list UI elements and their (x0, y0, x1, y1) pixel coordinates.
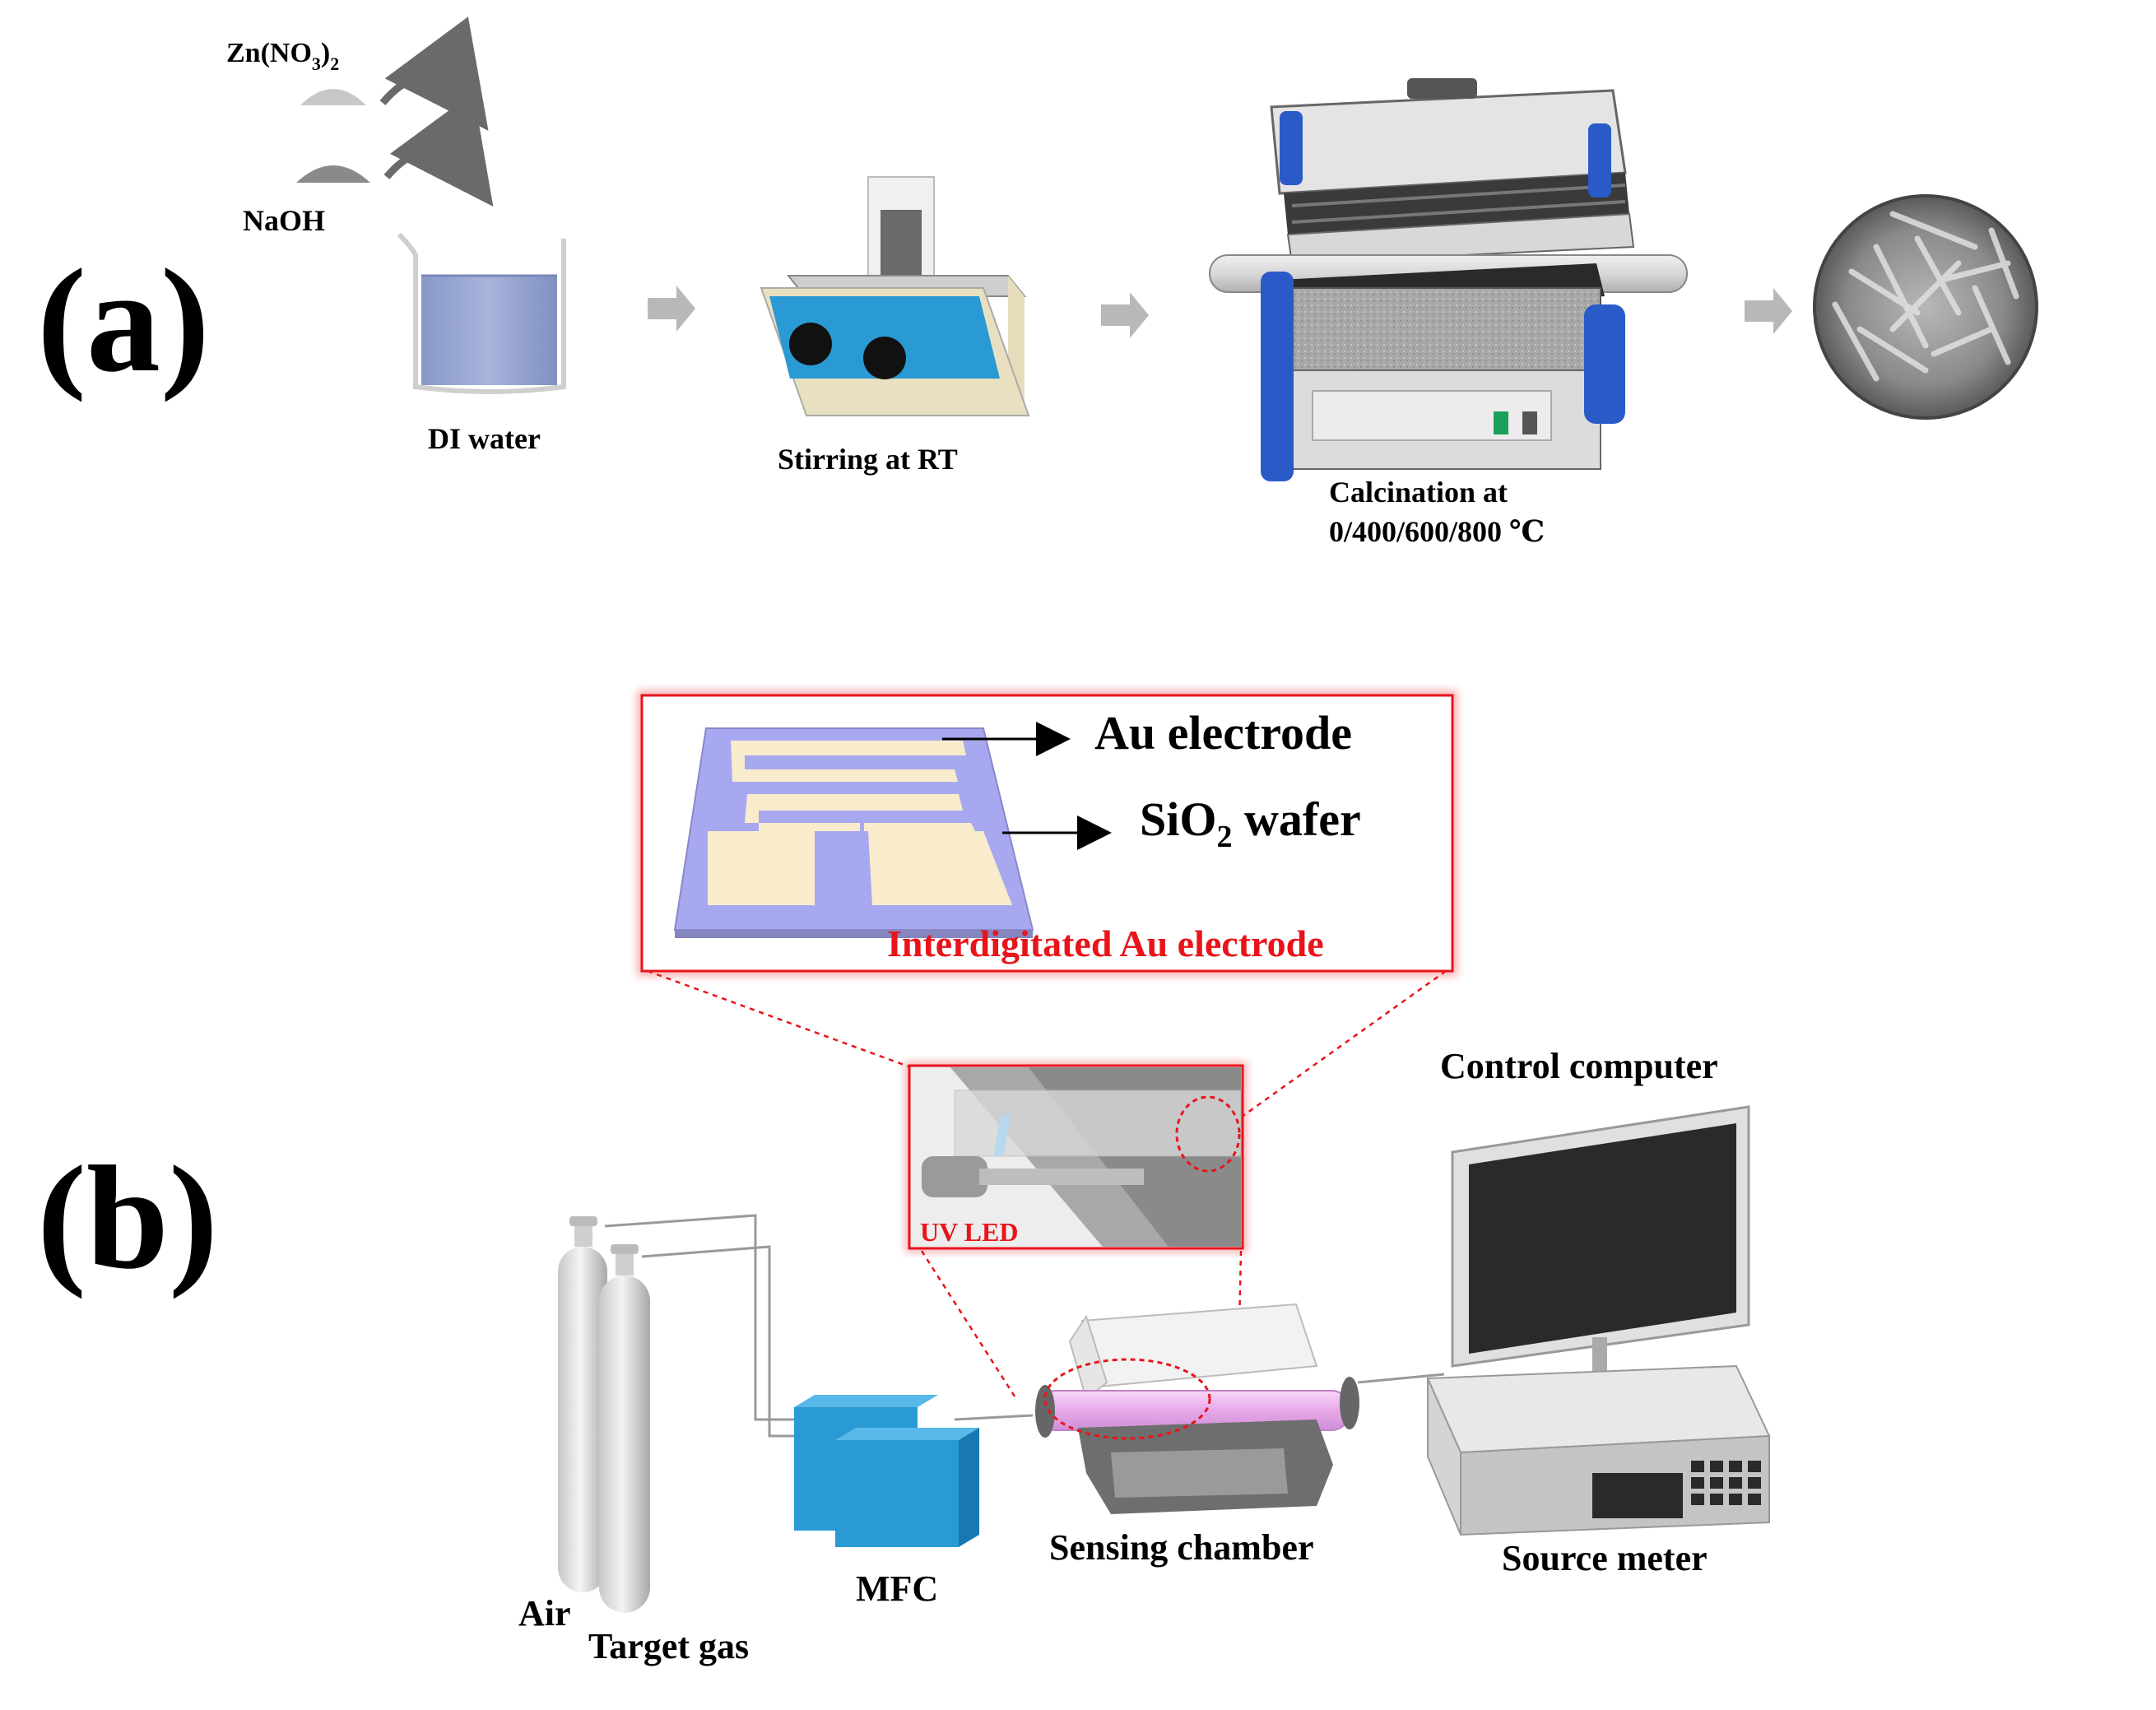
step-stirring: Stirring at RT (778, 443, 958, 476)
panel-a: (a) Zn(NO3)2 NaOH DI water (37, 16, 2038, 548)
sio2-wafer-label: SiO2 wafer (1140, 792, 1361, 854)
tube-furnace-icon (1209, 78, 1688, 481)
step-calcination-line-1: Calcination at (1329, 476, 1508, 509)
zinc-nitrate-text: Zn(NO3)2 (226, 38, 339, 74)
sem-micrograph-image (1813, 194, 2038, 420)
curved-arrow-icon (383, 92, 494, 207)
curved-arrow-icon (379, 16, 489, 131)
target-gas-cylinder-icon (599, 1244, 650, 1613)
zoom-target-circle (1175, 1095, 1241, 1173)
control-computer-icon (1451, 1105, 1750, 1425)
chamber-zoom-circle (1043, 1358, 1211, 1440)
inset-title: Interdigitated Au electrode (887, 922, 1324, 964)
naoh-powder-icon (296, 165, 370, 183)
au-electrode-shape (708, 741, 1012, 905)
process-arrow-icon (1101, 292, 1149, 338)
naoh-reagent: NaOH (243, 92, 494, 237)
panel-b: (b) Au electrode SiO2 wafer Interdigitat… (37, 690, 1771, 1666)
step-di-water: DI water (428, 422, 541, 455)
air-cylinder-icon (558, 1216, 607, 1592)
au-electrode-label: Au electrode (1094, 706, 1352, 760)
control-computer-label: Control computer (1440, 1046, 1718, 1086)
beaker-icon (397, 232, 566, 394)
source-meter-icon (1426, 1364, 1771, 1536)
zinc-nitrate-reagent: Zn(NO3)2 (226, 16, 489, 131)
target-gas-label: Target gas (588, 1626, 749, 1666)
sensing-chamber-label: Sensing chamber (1049, 1527, 1313, 1568)
source-meter-label: Source meter (1502, 1538, 1708, 1578)
zinc-nitrate-powder-icon (300, 89, 366, 105)
process-arrow-icon (648, 286, 695, 332)
zoom-leader-lines (647, 969, 1447, 1400)
stirrer-icon (760, 176, 1030, 416)
zoom-view: UV LED (905, 1062, 1247, 1252)
process-arrow-icon (1745, 288, 1792, 334)
air-label: Air (518, 1593, 571, 1633)
sensing-chamber-icon (1035, 1303, 1359, 1514)
electrode-inset: Au electrode SiO2 wafer Interdigitated A… (637, 690, 1457, 976)
panel-a-label: (a) (37, 239, 210, 402)
naoh-text: NaOH (243, 204, 325, 237)
mfc-icon (794, 1395, 979, 1547)
panel-b-label: (b) (37, 1136, 218, 1299)
step-calcination-line-2: 0/400/600/800 ℃ (1329, 515, 1545, 548)
mfc-label: MFC (856, 1568, 938, 1609)
uv-led-label: UV LED (920, 1217, 1018, 1247)
